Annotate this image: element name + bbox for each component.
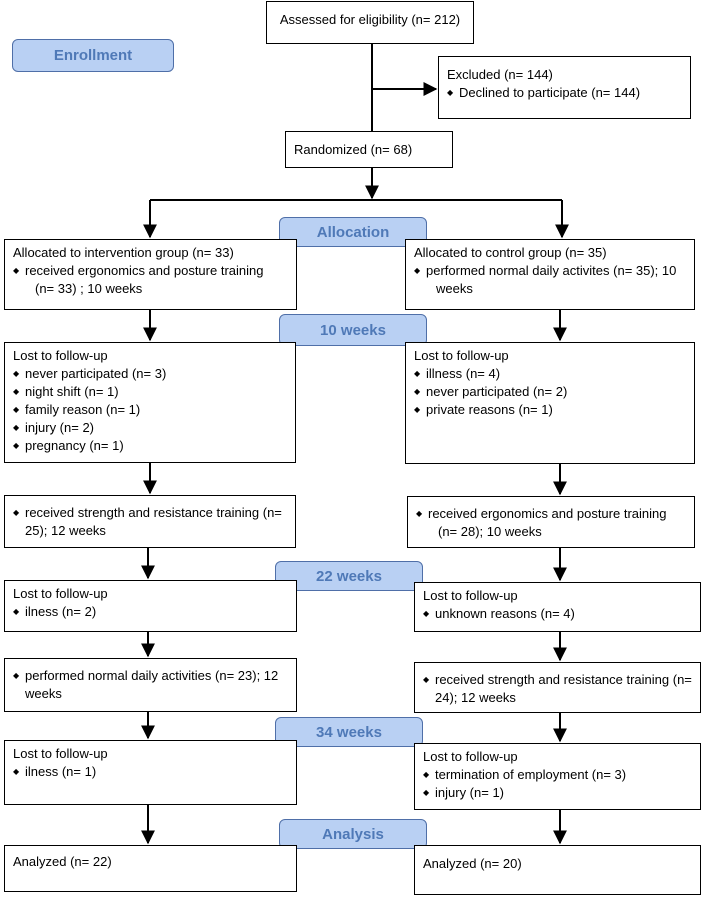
right-analyzed-box: Analyzed (n= 20) (414, 845, 701, 895)
list-item: ◆performed normal daily activites (n= 35… (414, 263, 677, 278)
list-item: ◆unknown reasons (n= 4) (423, 606, 575, 621)
bullet-icon: ◆ (423, 609, 430, 618)
excluded-title: Excluded (n= 144) (447, 67, 553, 82)
list-item: ◆ilness (n= 2) (13, 604, 97, 619)
right-allocated-title: Allocated to control group (n= 35) (414, 245, 607, 260)
left-allocated-title: Allocated to intervention group (n= 33) (13, 245, 234, 260)
list-item: ◆family reason (n= 1) (13, 402, 141, 417)
stage-34-weeks: 34 weeks (275, 717, 423, 747)
analyzed-text: Analyzed (n= 22) (13, 854, 112, 869)
bullet-icon: ◆ (13, 671, 20, 680)
bullet-icon: ◆ (13, 387, 20, 396)
right-lost-2-box: Lost to follow-up ◆unknown reasons (n= 4… (414, 582, 701, 632)
list-item: ◆received strength and resistance traini… (423, 672, 692, 705)
list-item: ◆Declined to participate (n= 144) (447, 85, 641, 100)
list-item: ◆ilness (n= 1) (13, 764, 97, 779)
bullet-icon: ◆ (423, 770, 430, 779)
bullet-icon: ◆ (13, 266, 20, 275)
lost-title: Lost to follow-up (13, 586, 108, 601)
lost-title: Lost to follow-up (423, 749, 518, 764)
left-lost-1-box: Lost to follow-up ◆never participated (n… (4, 342, 296, 463)
bullet-icon: ◆ (13, 607, 20, 616)
bullet-icon: ◆ (423, 788, 430, 797)
stage-label: 10 weeks (320, 321, 386, 339)
bullet-icon: ◆ (423, 675, 430, 684)
list-item: ◆night shift (n= 1) (13, 384, 119, 399)
stage-label: Enrollment (53, 47, 133, 64)
bullet-icon: ◆ (414, 266, 421, 275)
right-allocated-cont: weeks (436, 281, 473, 296)
list-item: ◆never participated (n= 2) (414, 384, 568, 399)
left-phase3-box: ◆performed normal daily activities (n= 2… (4, 658, 297, 712)
list-item: ◆injury (n= 1) (423, 785, 504, 800)
right-lost-1-box: Lost to follow-up ◆illness (n= 4) ◆never… (405, 342, 695, 464)
stage-22-weeks: 22 weeks (275, 561, 423, 591)
stage-10-weeks: 10 weeks (279, 314, 427, 346)
bullet-icon: ◆ (414, 405, 421, 414)
right-phase2-box: ◆received ergonomics and posture trainin… (407, 496, 695, 548)
right-phase3-box: ◆received strength and resistance traini… (414, 662, 701, 713)
randomized-text: Randomized (n= 68) (294, 142, 413, 157)
bullet-icon: ◆ (13, 767, 20, 776)
left-phase2-box: ◆received strength and resistance traini… (4, 495, 296, 548)
stage-enrollment: Enrollment (12, 39, 174, 72)
bullet-icon: ◆ (13, 441, 20, 450)
bullet-icon: ◆ (13, 405, 20, 414)
stage-analysis: Analysis (279, 819, 427, 849)
right-lost-3-box: Lost to follow-up ◆termination of employ… (414, 743, 701, 810)
excluded-box: Excluded (n= 144) ◆Declined to participa… (438, 56, 691, 119)
left-allocated-cont: (n= 33) ; 10 weeks (35, 281, 143, 296)
list-item: ◆pregnancy (n= 1) (13, 438, 124, 453)
bullet-icon: ◆ (414, 387, 421, 396)
lost-title: Lost to follow-up (13, 746, 108, 761)
list-item: ◆termination of employment (n= 3) (423, 767, 627, 782)
randomized-box: Randomized (n= 68) (285, 131, 453, 168)
assessed-text: Assessed for eligibility (n= 212) (279, 12, 461, 27)
bullet-icon: ◆ (447, 88, 454, 97)
list-item: ◆illness (n= 4) (414, 366, 501, 381)
left-lost-3-box: Lost to follow-up ◆ilness (n= 1) (4, 740, 297, 805)
list-item: ◆received ergonomics and posture trainin… (416, 506, 667, 521)
left-lost-2-box: Lost to follow-up ◆ilness (n= 2) (4, 580, 297, 632)
bullet-icon: ◆ (414, 369, 421, 378)
stage-label: Allocation (316, 223, 390, 241)
lost-title: Lost to follow-up (414, 348, 509, 363)
assessed-box: Assessed for eligibility (n= 212) (266, 1, 474, 44)
bullet-icon: ◆ (13, 369, 20, 378)
stage-label: 22 weeks (316, 567, 382, 585)
list-item: ◆never participated (n= 3) (13, 366, 167, 381)
bullet-icon: ◆ (416, 509, 423, 518)
right-phase2-cont: (n= 28); 10 weeks (438, 524, 542, 539)
bullet-icon: ◆ (13, 423, 20, 432)
list-item: ◆performed normal daily activities (n= 2… (13, 668, 279, 701)
list-item: ◆received ergonomics and posture trainin… (13, 263, 264, 278)
stage-label: Analysis (322, 825, 384, 843)
lost-title: Lost to follow-up (13, 348, 108, 363)
list-item: ◆private reasons (n= 1) (414, 402, 553, 417)
lost-title: Lost to follow-up (423, 588, 518, 603)
left-analyzed-box: Analyzed (n= 22) (4, 845, 297, 892)
stage-allocation: Allocation (279, 217, 427, 247)
right-allocated-box: Allocated to control group (n= 35) ◆perf… (405, 239, 695, 310)
bullet-icon: ◆ (13, 508, 20, 517)
left-allocated-box: Allocated to intervention group (n= 33) … (4, 239, 297, 310)
stage-label: 34 weeks (316, 723, 382, 741)
list-item: ◆injury (n= 2) (13, 420, 94, 435)
list-item: ◆received strength and resistance traini… (13, 505, 282, 538)
analyzed-text: Analyzed (n= 20) (423, 856, 522, 871)
